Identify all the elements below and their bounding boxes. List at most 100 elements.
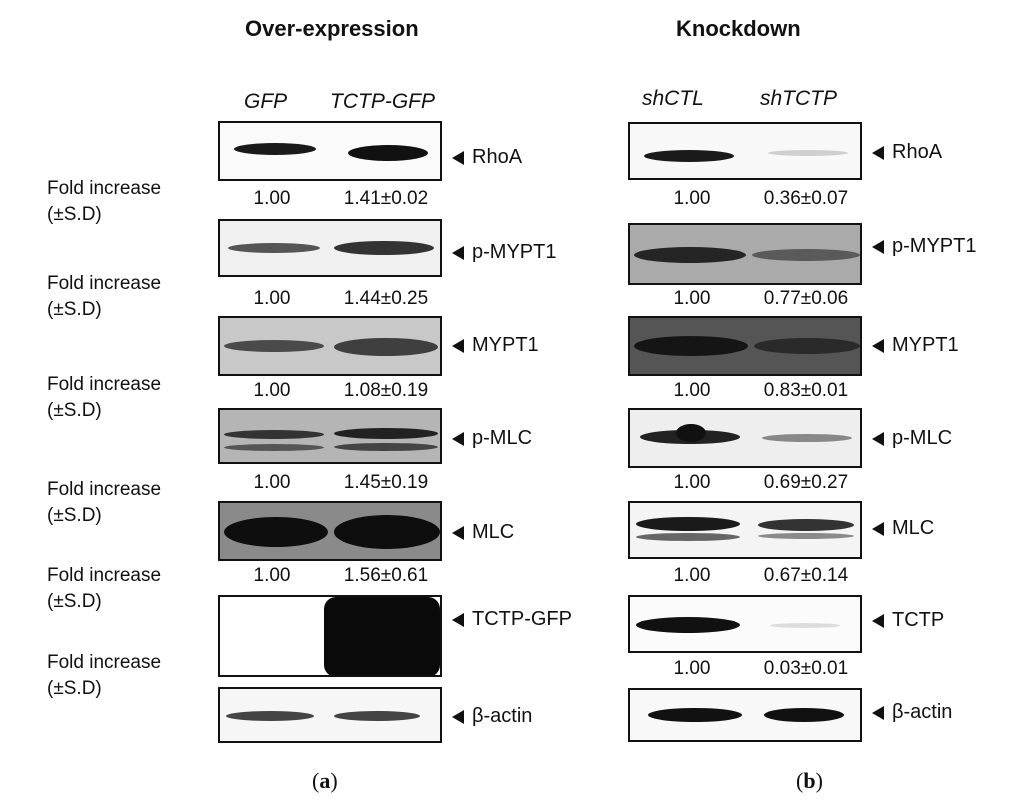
band — [636, 617, 740, 633]
band — [334, 338, 438, 356]
value-left-p-mypt1-tctp: 1.44±0.25 — [343, 288, 429, 309]
value-left-p-mlc-tctp: 1.45±0.19 — [343, 472, 429, 493]
band — [754, 338, 860, 354]
title-knockdown: Knockdown — [676, 16, 801, 41]
protein-label-right-mlc: MLC — [872, 517, 934, 540]
band — [334, 515, 440, 549]
arrow-icon — [872, 145, 884, 160]
blot-left-beta-actin — [218, 687, 442, 743]
blot-right-p-mypt1 — [628, 223, 862, 285]
arrow-icon — [872, 521, 884, 536]
band — [768, 150, 848, 156]
blot-left-rhoa — [218, 121, 442, 181]
protein-label-right-p-mlc: p-MLC — [872, 427, 952, 450]
arrow-icon — [872, 705, 884, 720]
value-right-tctp-shctl: 1.00 — [673, 658, 711, 679]
arrow-icon — [872, 431, 884, 446]
value-right-mlc-shtctp: 0.67±0.14 — [763, 565, 849, 586]
lane-label-gfp: GFP — [244, 90, 288, 113]
band — [334, 428, 438, 439]
value-right-rhoa-shctl: 1.00 — [673, 188, 711, 209]
value-right-rhoa-shtctp: 0.36±0.07 — [763, 188, 849, 209]
band — [636, 533, 740, 541]
fold-label-4: Fold increase(±S.D) — [47, 479, 162, 526]
blot-right-beta-actin — [628, 688, 862, 742]
blot-right-tctp — [628, 595, 862, 653]
blot-right-p-mlc — [628, 408, 862, 468]
band — [764, 708, 844, 722]
blot-left-p-mlc — [218, 408, 442, 464]
protein-label-left-mlc: MLC — [452, 521, 514, 544]
protein-label-left-p-mlc: p-MLC — [452, 427, 532, 450]
fold-label-5: Fold increase(±S.D) — [47, 565, 162, 612]
arrow-icon — [872, 239, 884, 254]
band — [228, 243, 320, 253]
blot-left-tctp-gfp — [218, 595, 442, 677]
protein-label-right-mypt1: MYPT1 — [872, 334, 959, 357]
arrow-icon — [452, 525, 464, 540]
blot-left-p-mypt1 — [218, 219, 442, 277]
arrow-icon — [872, 613, 884, 628]
value-right-mlc-shctl: 1.00 — [673, 565, 711, 586]
value-left-p-mlc-gfp: 1.00 — [253, 472, 291, 493]
protein-label-left-mypt1: MYPT1 — [452, 334, 539, 357]
blot-right-mlc — [628, 501, 862, 559]
band — [644, 150, 734, 162]
arrow-icon — [452, 245, 464, 260]
arrow-icon — [872, 338, 884, 353]
arrow-icon — [452, 338, 464, 353]
blot-right-mypt1 — [628, 316, 862, 376]
value-left-rhoa-gfp: 1.00 — [253, 188, 291, 209]
panel-label-a: (a) — [312, 768, 338, 793]
value-right-p-mypt1-shctl: 1.00 — [673, 288, 711, 309]
arrow-icon — [452, 709, 464, 724]
fold-label-3: Fold increase(±S.D) — [47, 374, 162, 421]
band — [636, 517, 740, 531]
protein-label-right-tctp: TCTP — [872, 609, 944, 632]
value-left-mlc-tctp: 1.56±0.61 — [343, 565, 429, 586]
value-left-rhoa-tctp: 1.41±0.02 — [343, 188, 429, 209]
band — [634, 336, 748, 356]
protein-label-left-rhoa: RhoA — [452, 146, 522, 169]
protein-label-right-rhoa: RhoA — [872, 141, 942, 164]
value-right-tctp-shtctp: 0.03±0.01 — [763, 658, 849, 679]
title-over-expression: Over-expression — [245, 16, 419, 41]
band — [752, 249, 860, 261]
band — [334, 241, 434, 255]
band — [758, 533, 854, 539]
value-right-mypt1-shtctp: 0.83±0.01 — [763, 380, 849, 401]
value-left-mypt1-tctp: 1.08±0.19 — [343, 380, 429, 401]
band — [226, 711, 314, 721]
value-left-mypt1-gfp: 1.00 — [253, 380, 291, 401]
value-right-p-mlc-shctl: 1.00 — [673, 472, 711, 493]
fold-label-2: Fold increase(±S.D) — [47, 273, 162, 320]
band — [224, 430, 324, 439]
band — [676, 424, 706, 442]
value-right-p-mypt1-shtctp: 0.77±0.06 — [763, 288, 849, 309]
band — [334, 711, 420, 721]
band — [324, 597, 440, 675]
protein-label-right-p-mypt1: p-MYPT1 — [872, 235, 976, 258]
lane-label-tctp-gfp: TCTP-GFP — [330, 90, 435, 113]
arrow-icon — [452, 150, 464, 165]
blot-left-mypt1 — [218, 316, 442, 376]
value-left-p-mypt1-gfp: 1.00 — [253, 288, 291, 309]
blot-left-mlc — [218, 501, 442, 561]
band — [224, 340, 324, 352]
band — [770, 623, 840, 628]
band — [348, 145, 428, 161]
band — [224, 517, 328, 547]
band — [634, 247, 746, 263]
band — [234, 143, 316, 155]
arrow-icon — [452, 612, 464, 627]
band — [762, 434, 852, 442]
band — [334, 443, 438, 451]
fold-label-6: Fold increase(±S.D) — [47, 652, 162, 699]
lane-label-shtctp: shTCTP — [760, 87, 838, 110]
band — [224, 444, 324, 451]
band — [648, 708, 742, 722]
arrow-icon — [452, 431, 464, 446]
protein-label-right-beta-actin: β-actin — [872, 701, 952, 724]
value-right-p-mlc-shtctp: 0.69±0.27 — [763, 472, 849, 493]
blot-right-rhoa — [628, 122, 862, 180]
